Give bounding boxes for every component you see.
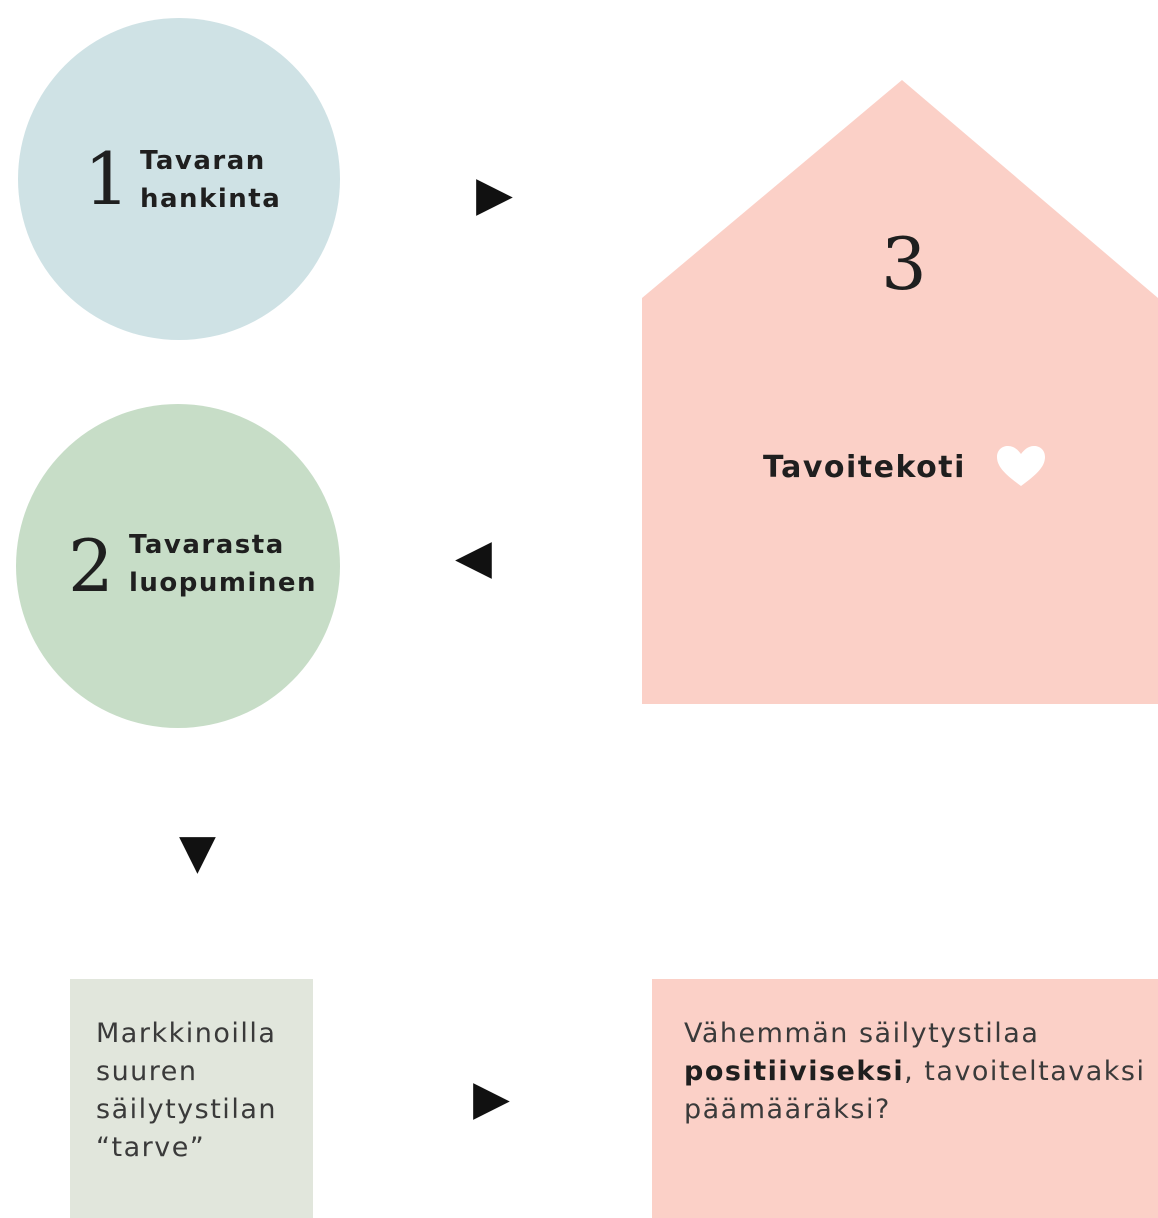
goal-line2: positiiviseksi, tavoiteltavaksi bbox=[684, 1053, 1146, 1091]
goal-bold-word: positiiviseksi bbox=[684, 1056, 905, 1087]
step2-label: Tavarasta luopuminen bbox=[129, 526, 317, 602]
step1-label-line1: Tavaran bbox=[140, 146, 266, 176]
goal-text: Vähemmän säilytystilaa positiiviseksi, t… bbox=[684, 1015, 1146, 1129]
market-need-box bbox=[70, 979, 313, 1218]
goal-line2-rest: , tavoiteltavaksi bbox=[904, 1056, 1146, 1087]
arrow-right-icon: ▶ bbox=[476, 166, 513, 222]
market-need-line1: Markkinoilla bbox=[96, 1018, 277, 1049]
arrow-left-icon: ◀ bbox=[455, 529, 492, 585]
market-need-line2: suuren bbox=[96, 1056, 198, 1087]
goal-line1: Vähemmän säilytystilaa bbox=[684, 1018, 1040, 1049]
step2-label-line2: luopuminen bbox=[129, 568, 318, 598]
goal-line3: päämääräksi? bbox=[684, 1094, 891, 1125]
step2-label-line1: Tavarasta bbox=[129, 530, 285, 560]
heart-icon bbox=[997, 446, 1045, 486]
step2-number: 2 bbox=[68, 524, 114, 608]
goal-box bbox=[652, 979, 1158, 1218]
step1-label-line2: hankinta bbox=[140, 184, 282, 214]
step3-label: Tavoitekoti bbox=[763, 450, 966, 485]
step1-circle bbox=[18, 18, 340, 340]
arrow-right-bottom-icon: ▶ bbox=[473, 1070, 510, 1126]
market-need-text: Markkinoilla suuren säilytystilan “tarve… bbox=[96, 1015, 277, 1167]
step1-number: 1 bbox=[84, 137, 130, 221]
arrow-down-icon: ▼ bbox=[179, 824, 216, 880]
house-fill bbox=[642, 80, 1158, 704]
market-need-line4: “tarve” bbox=[96, 1132, 206, 1163]
market-need-line3: säilytystilan bbox=[96, 1094, 277, 1125]
step3-number: 3 bbox=[881, 222, 927, 306]
step2-circle bbox=[16, 404, 340, 728]
house-shape bbox=[642, 80, 1158, 704]
step1-label: Tavaran hankinta bbox=[140, 142, 281, 218]
